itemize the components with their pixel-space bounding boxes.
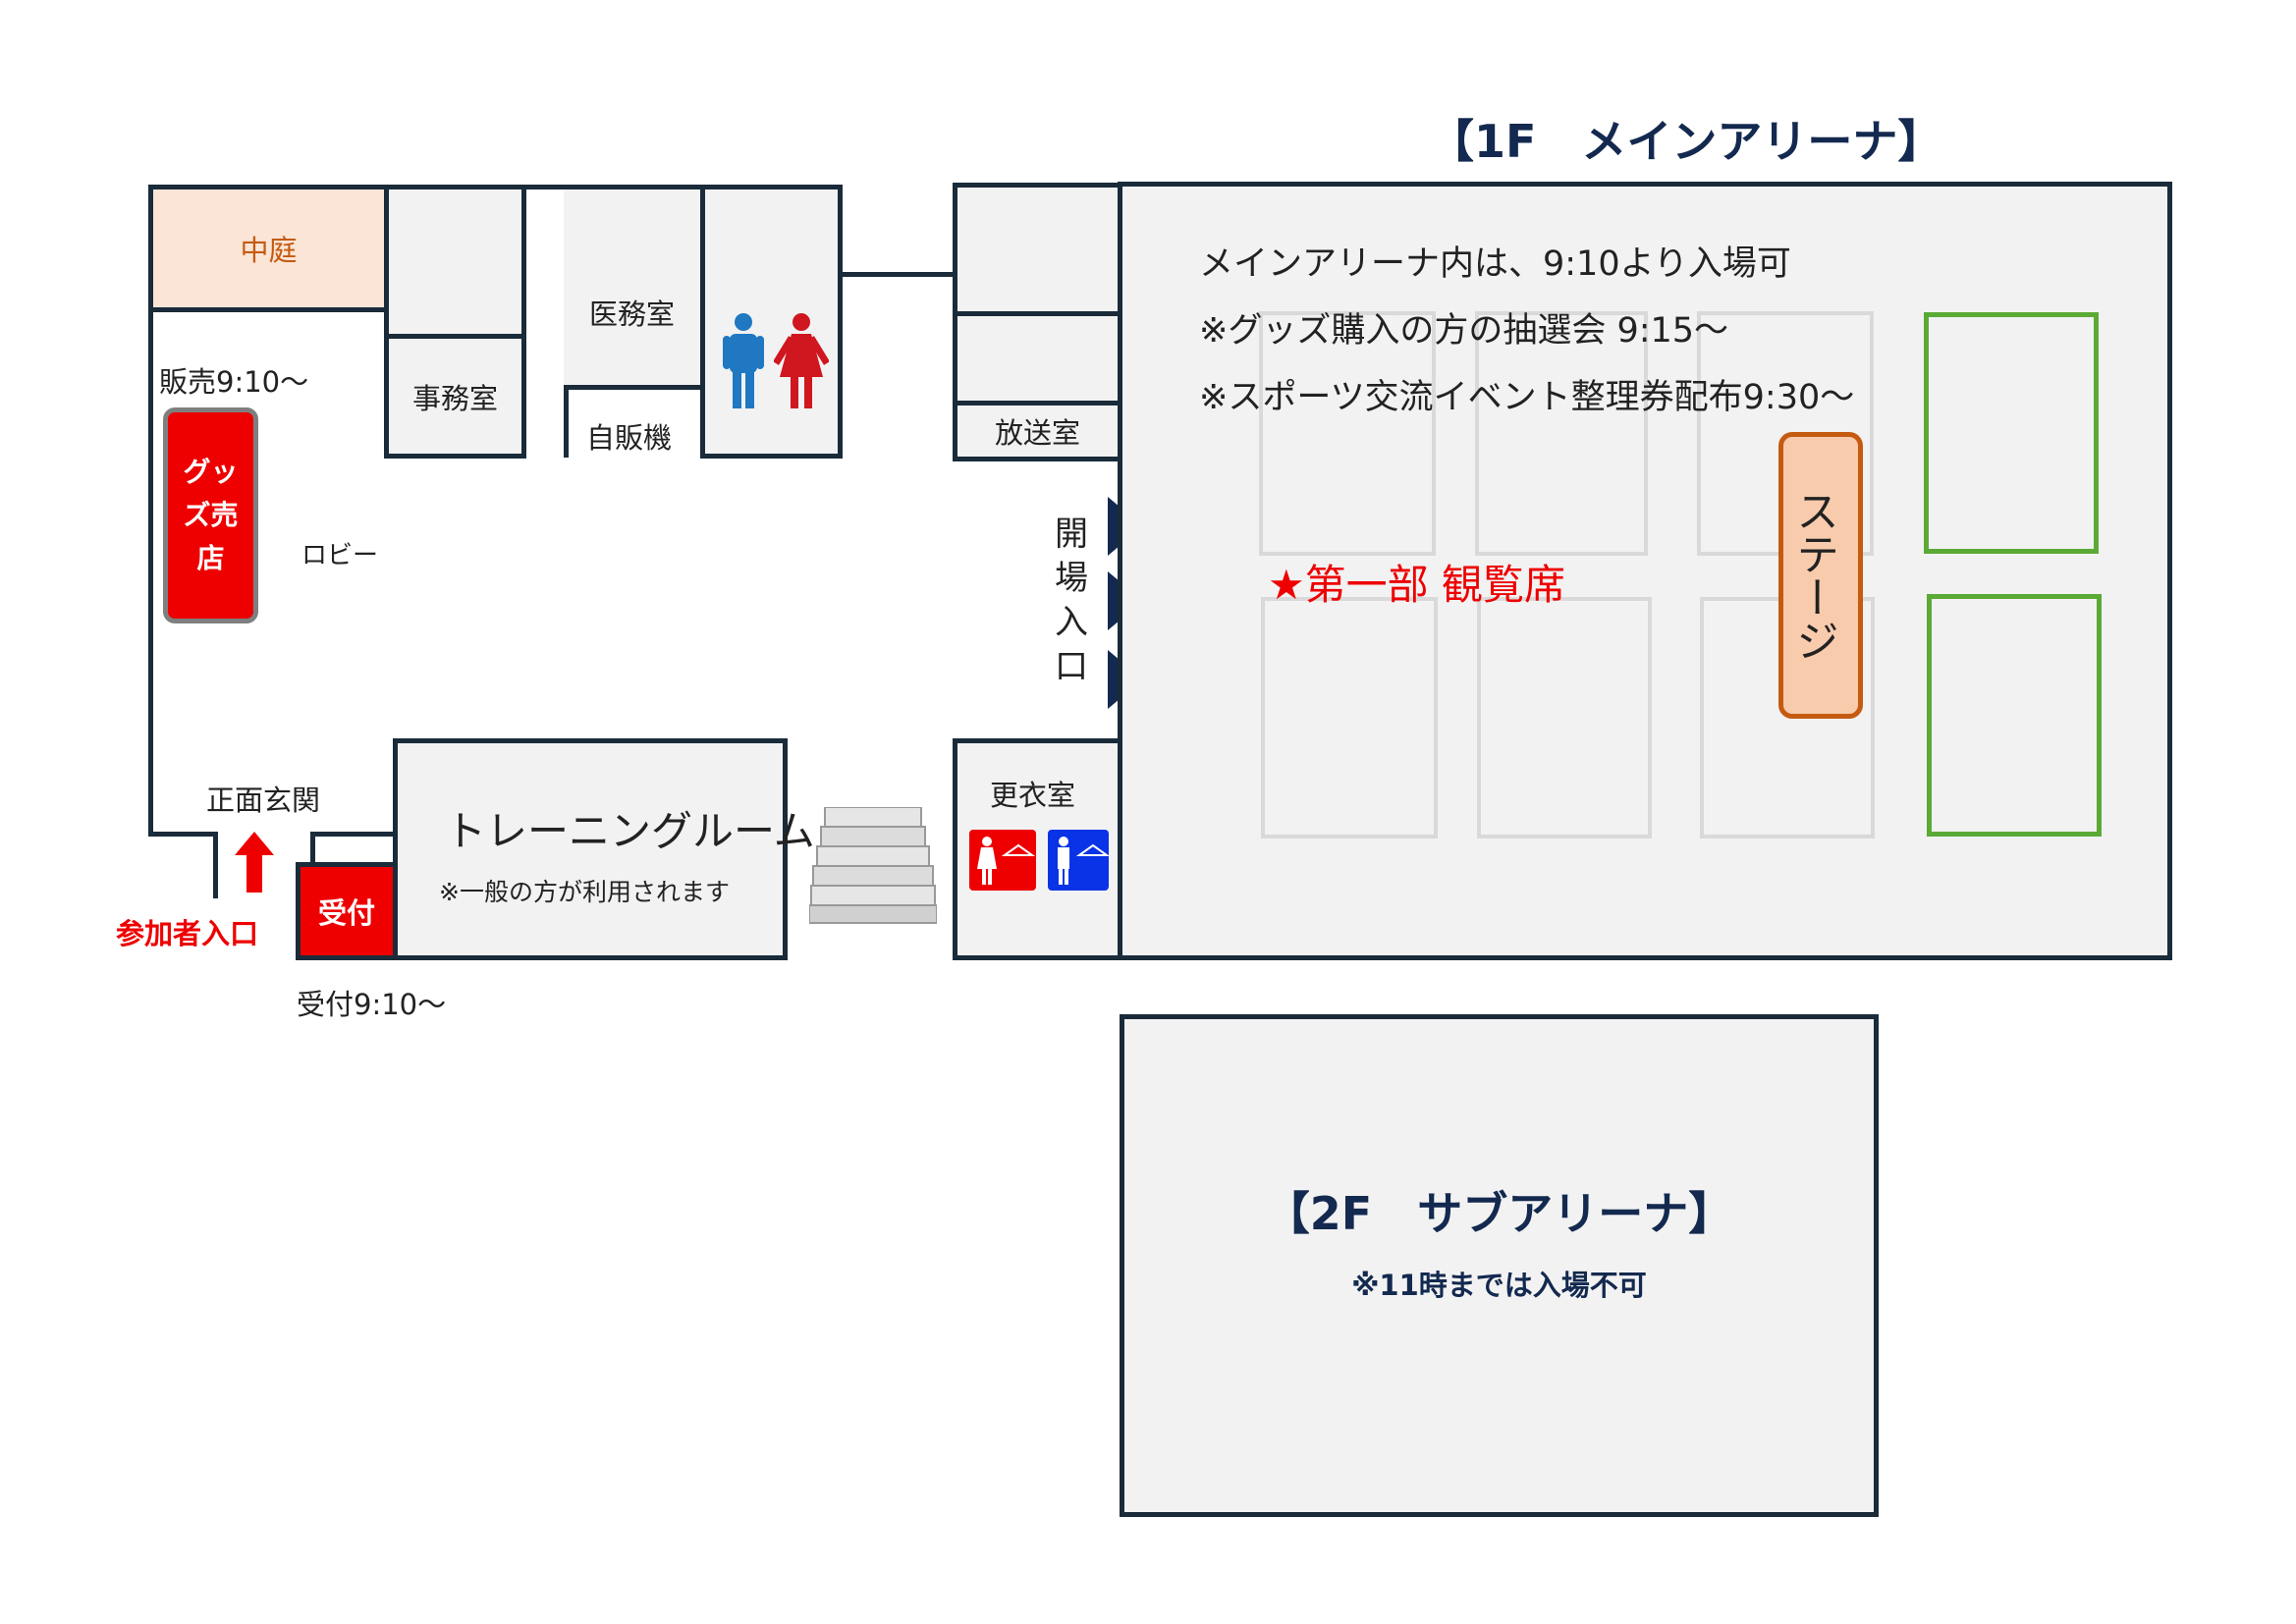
restroom [700,185,843,459]
reception-label: 受付 [317,896,375,930]
front-entrance-label: 正面玄関 [206,784,321,817]
men-restroom-icon [723,313,764,408]
storage-room [384,185,526,339]
green-area [1924,312,2099,554]
storage-room-2 [953,183,1122,316]
wall [310,832,399,837]
seating-block [1261,597,1438,839]
medical-label: 医務室 [588,297,675,331]
participant-entrance-label: 参加者入口 [116,917,259,950]
sub-arena-title: 【2F サブアリーナ】 [1264,1187,1734,1240]
changing-room: 更衣室 [953,738,1122,960]
sub-arena: 【2F サブアリーナ】 ※11時までは入場不可 [1120,1014,1879,1517]
office-room: 事務室 [384,334,526,459]
courtyard-label: 中庭 [240,234,298,267]
goods-sale-time: 販売9:10～ [159,365,309,399]
stage: ステージ [1778,432,1863,719]
courtyard: 中庭 [148,185,389,312]
training-room-label: トレーニングルーム [445,807,815,855]
medical-room: 医務室 [564,185,705,390]
wall [841,272,957,277]
sub-arena-note: ※11時までは入場不可 [1351,1269,1647,1302]
seating-block [1477,597,1652,839]
wall [148,832,218,837]
broadcast-room: 放送室 [953,401,1122,461]
training-room-note: ※一般の方が利用されます [439,878,730,906]
storage-room-3 [953,311,1122,406]
training-room: トレーニングルーム ※一般の方が利用されます [393,738,815,960]
broadcast-label: 放送室 [994,416,1080,450]
main-arena: ステージ メインアリーナ内は、9:10より入場可 ※グッズ購入の方の抽選会 9:… [1118,182,2172,960]
arena-note: ※グッズ購入の方の抽選会 9:15～ [1199,311,1729,351]
lobby-label: ロビー [301,541,379,570]
seating-block [1259,311,1436,556]
men-changing-icon [1048,830,1109,891]
stage-label: ステージ [1788,489,1838,662]
seating-block [1475,311,1648,556]
vending-label: 自販機 [586,421,673,455]
goods-shop[interactable]: グッズ売店 [163,407,258,623]
wall [524,185,569,189]
reception-time: 受付9:10～ [297,988,447,1021]
office-label: 事務室 [411,381,498,415]
entrance-arrow-icon [235,832,274,893]
changing-room-label: 更衣室 [990,779,1076,812]
goods-shop-label: グッズ売店 [183,456,239,574]
arena-note: メインアリーナ内は、9:10より入場可 [1199,244,1791,284]
wall [148,309,153,837]
seating-label: ★第一部 観覧席 [1268,561,1566,609]
stairs-icon [809,807,937,924]
venue-entrance-label: 開場入口 [1055,514,1088,686]
wall [310,832,315,866]
main-arena-title: 【1F メインアリーナ】 [1429,115,1943,168]
arena-note: ※スポーツ交流イベント整理券配布9:30～ [1199,378,1855,417]
green-area [1927,594,2102,837]
wall [213,832,218,898]
women-restroom-icon [774,313,829,408]
reception-desk: 受付 [296,862,398,960]
women-changing-icon [969,830,1036,891]
